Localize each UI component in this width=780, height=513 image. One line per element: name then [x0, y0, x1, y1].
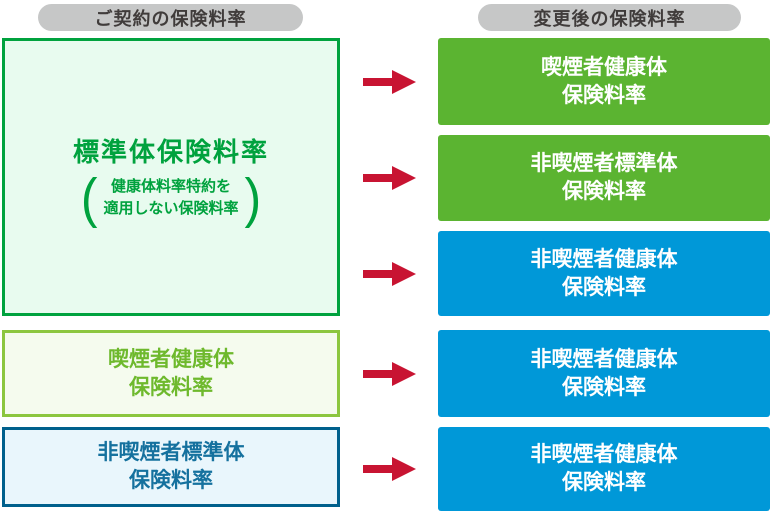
label-line-1: 非喫煙者標準体	[530, 152, 678, 176]
smoker-healthy-rate-box: 喫煙者健康体 保険料率	[2, 330, 340, 417]
right-arrow-icon	[363, 166, 416, 190]
changed-rate-box-nonsmoker-healthy: 非喫煙者健康体 保険料率	[438, 330, 770, 417]
right-arrow-icon	[363, 457, 416, 481]
nonsmoker-standard-rate-label: 非喫煙者標準体 保険料率	[98, 439, 245, 494]
label-line-2: 保険料率	[562, 275, 646, 299]
label-line-1: 非喫煙者健康体	[530, 247, 678, 271]
right-arrow-icon	[363, 262, 416, 286]
right-arrow-icon	[363, 362, 416, 386]
label-line-1: 非喫煙者健康体	[530, 347, 678, 371]
label-line-2: 保険料率	[562, 83, 646, 107]
changed-premium-rate-badge: 変更後の保険料率	[478, 4, 741, 31]
label-line-2: 保険料率	[129, 469, 213, 492]
standard-rate-box: 標準体保険料率 ( 健康体料率特約を 適用しない保険料率 )	[2, 38, 340, 316]
close-paren: )	[244, 166, 262, 229]
changed-rate-box-nonsmoker-healthy: 非喫煙者健康体 保険料率	[438, 231, 770, 316]
nonsmoker-standard-rate-box: 非喫煙者標準体 保険料率	[2, 427, 340, 507]
smoker-healthy-rate-label: 喫煙者健康体 保険料率	[108, 346, 234, 401]
label-line-2: 保険料率	[562, 180, 646, 203]
changed-rate-box-nonsmoker-standard: 非喫煙者標準体 保険料率	[438, 135, 770, 221]
standard-rate-note: ( 健康体料率特約を 適用しない保険料率 )	[80, 166, 262, 229]
open-paren: (	[80, 166, 98, 229]
label-line-1: 非喫煙者標準体	[97, 441, 245, 465]
label-line-2: 保険料率	[129, 375, 213, 399]
right-arrow-icon	[363, 70, 416, 94]
label-line-1: 喫煙者健康体	[541, 55, 667, 79]
standard-rate-title: 標準体保険料率	[72, 136, 269, 167]
label-line-2: 保険料率	[562, 471, 646, 494]
changed-rate-box-nonsmoker-healthy: 非喫煙者健康体 保険料率	[438, 427, 770, 511]
label-line-2: 保険料率	[562, 375, 646, 399]
standard-rate-note-lines: 健康体料率特約を 適用しない保険料率	[103, 176, 238, 220]
label-line-1: 喫煙者健康体	[108, 347, 234, 371]
note-line-2: 適用しない保険料率	[103, 199, 239, 217]
changed-rate-box-smoker-healthy: 喫煙者健康体 保険料率	[438, 38, 770, 125]
current-premium-rate-badge: ご契約の保険料率	[38, 4, 303, 31]
note-line-1: 健康体料率特約を	[110, 177, 231, 195]
label-line-1: 非喫煙者健康体	[530, 443, 678, 467]
